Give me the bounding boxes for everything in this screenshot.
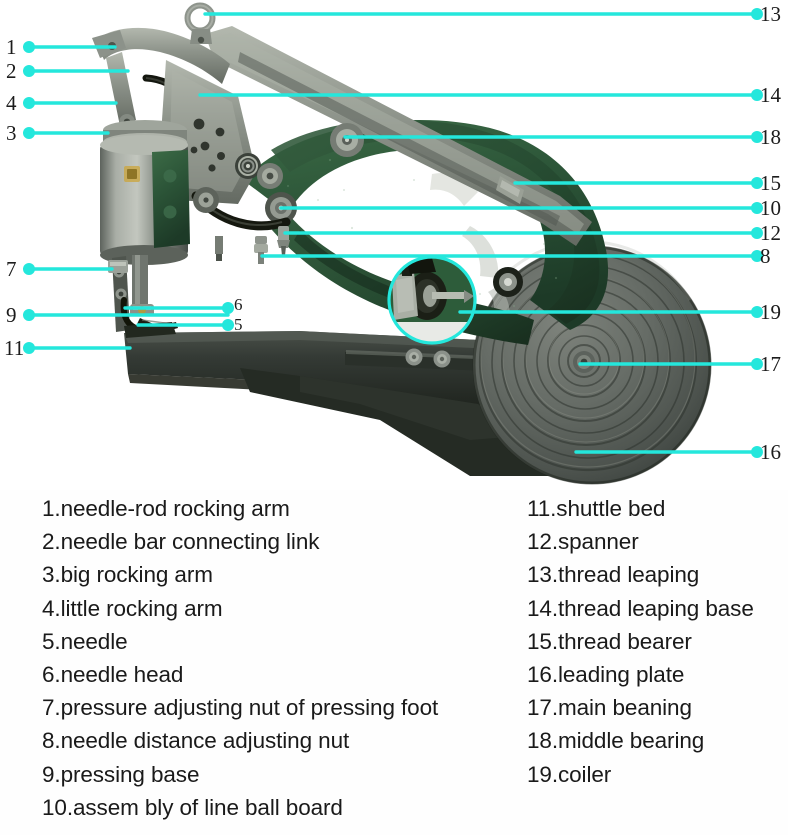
legend-item: 4.little rocking arm xyxy=(42,595,223,621)
legend-column-left: 1.needle-rod rocking arm 2.needle bar co… xyxy=(42,492,438,824)
big-rocking-arm-cylinder xyxy=(100,120,190,313)
adjusting-knob xyxy=(257,163,283,189)
callout-lines xyxy=(27,12,759,454)
callout-number-10: 10 xyxy=(760,196,781,220)
coiler-inset xyxy=(387,255,477,345)
legend-item: 14.thread leaping base xyxy=(527,595,754,621)
callout-number-2: 2 xyxy=(6,59,17,83)
callout-number-7: 7 xyxy=(6,257,17,281)
legend-item: 19.coiler xyxy=(527,761,612,787)
legend-item: 3.big rocking arm xyxy=(42,562,213,588)
middle-bearing-joint xyxy=(330,123,364,157)
legend-item: 18.middle bearing xyxy=(527,728,705,754)
callout-number-4: 4 xyxy=(6,91,17,115)
needle-distance-adjusting-nut xyxy=(254,236,268,264)
parts-legend: 1.needle-rod rocking arm 2.needle bar co… xyxy=(0,492,788,835)
legend-item: 16.leading plate xyxy=(527,662,685,688)
legend-column-right: 11.shuttle bed 12.spanner 13.thread leap… xyxy=(527,492,754,791)
thread-leaping-ring xyxy=(184,2,216,44)
needle-rod-rocking-arm xyxy=(92,2,230,84)
legend-item: 5.needle xyxy=(42,628,128,654)
callout-number-6: 6 xyxy=(234,295,243,314)
callout-number-9: 9 xyxy=(6,303,17,327)
machine-illustration xyxy=(23,2,763,485)
callout-number-15: 15 xyxy=(760,171,781,195)
spanner xyxy=(277,226,290,256)
callout-number-5: 5 xyxy=(234,315,243,334)
callout-number-3: 3 xyxy=(6,121,17,145)
callout-number-14: 14 xyxy=(760,83,781,107)
callout-number-12: 12 xyxy=(760,221,781,245)
callout-number-1: 1 xyxy=(6,35,17,59)
spring-coil xyxy=(235,153,261,179)
legend-item: 17.main beaning xyxy=(527,695,692,721)
callout-dots xyxy=(23,8,763,458)
callout-number-13: 13 xyxy=(760,2,781,26)
pressure-adjusting-nut xyxy=(108,260,128,273)
callout-number-18: 18 xyxy=(760,125,781,149)
callout-number-8: 8 xyxy=(760,244,771,268)
legend-item: 12.spanner xyxy=(527,529,639,555)
callout-number-16: 16 xyxy=(760,440,781,464)
callout-number-19: 19 xyxy=(760,300,781,324)
legend-item: 1.needle-rod rocking arm xyxy=(42,496,290,521)
legend-item: 11.shuttle bed xyxy=(527,496,666,521)
machine-diagram: 13 1 2 14 4 3 18 15 10 12 8 7 9 6 5 19 1… xyxy=(4,2,781,485)
legend-item: 8.needle distance adjusting nut xyxy=(42,728,350,754)
legend-item: 2.needle bar connecting link xyxy=(42,529,320,555)
legend-item: 6.needle head xyxy=(42,662,184,688)
center-linkage-cluster xyxy=(191,153,297,264)
legend-item: 15.thread bearer xyxy=(527,628,692,654)
legend-item: 13.thread leaping xyxy=(527,562,700,588)
legend-item: 10.assem bly of line ball board xyxy=(42,794,343,820)
callout-number-11: 11 xyxy=(4,336,25,360)
legend-item: 7.pressure adjusting nut of pressing foo… xyxy=(42,695,439,721)
legend-item: 9.pressing base xyxy=(42,761,200,787)
callout-number-17: 17 xyxy=(760,352,781,376)
middle-bearing-boss xyxy=(493,267,523,297)
thread-bearer xyxy=(496,176,524,204)
